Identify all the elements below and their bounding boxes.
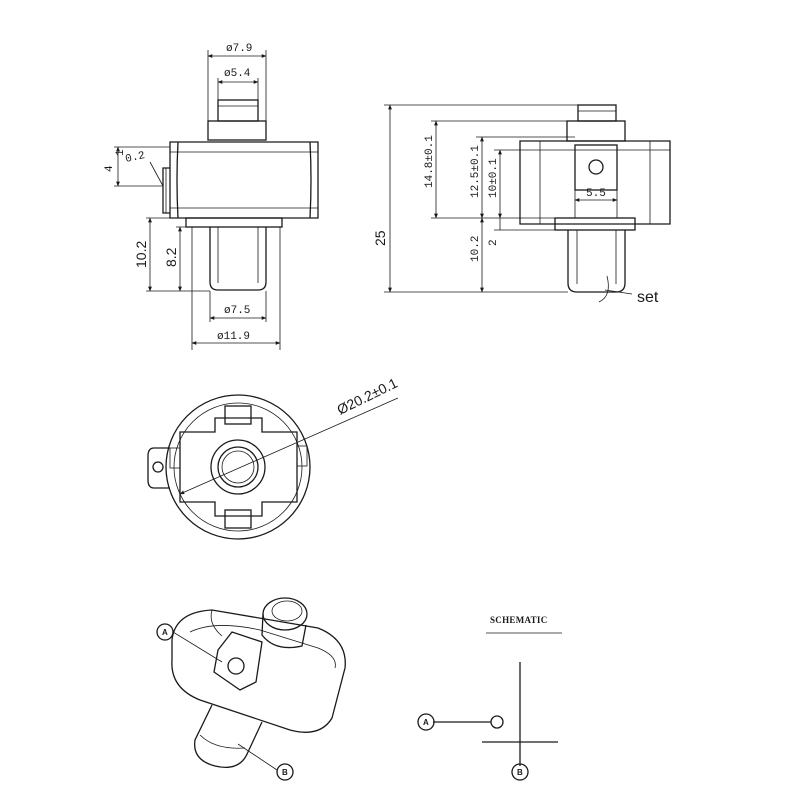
dim-tab-height: 4 <box>104 165 116 172</box>
front-housing <box>169 141 319 228</box>
dim-stem-total: 10.2 <box>133 241 149 268</box>
dim-tab-gap: 1 <box>115 149 127 156</box>
dim-terminal-width: 5.5 <box>586 188 606 200</box>
dim-total-height: 25 <box>372 230 388 246</box>
dim-tab-thickness: 0.2 <box>124 150 146 166</box>
dim-upper-height: 12.5±0.1 <box>470 145 482 198</box>
front-view: ø7.9 ø5.4 4 1 0.2 10.2 8.2 ø7.5 ø11.9 <box>104 43 319 350</box>
top-view: Ø20.2±0.1 <box>147 375 400 540</box>
iso-label-b-text: B <box>282 768 288 777</box>
iso-label-a: A <box>156 623 223 663</box>
schematic-title: SCHEMATIC <box>490 615 548 625</box>
front-tab <box>162 167 170 214</box>
side-view: set 25 14.8±0.1 12.5±0.1 10±0.1 5.5 10.2… <box>372 104 671 306</box>
dim-stem-inner: 8.2 <box>163 247 179 267</box>
front-stem <box>209 227 267 291</box>
top-terminal-tab <box>147 447 170 489</box>
side-terminal <box>574 144 618 218</box>
iso-label-a-text: A <box>162 628 168 637</box>
iso-terminal <box>213 631 263 691</box>
dim-step: 2 <box>488 239 500 246</box>
schematic-label-b-text: B <box>517 768 523 777</box>
dim-body-height: 14.8±0.1 <box>424 135 436 188</box>
dim-base-diameter: ø11.9 <box>217 331 250 343</box>
dim-stem-diameter: ø7.5 <box>224 305 250 317</box>
iso-label-b: B <box>237 743 294 781</box>
dim-terminal-height: 10±0.1 <box>488 158 500 198</box>
schematic: SCHEMATIC A B <box>417 615 562 781</box>
iso-view: A B <box>156 597 346 781</box>
label-set: set <box>637 289 659 306</box>
schematic-label-a-text: A <box>423 718 429 727</box>
front-button <box>207 99 267 141</box>
schematic-label-b: B <box>511 763 529 781</box>
dim-lower-height: 10.2 <box>470 236 482 262</box>
dim-top-inner: ø5.4 <box>224 68 251 80</box>
dim-top-outer: ø7.9 <box>226 43 252 55</box>
schematic-label-a: A <box>417 713 435 731</box>
